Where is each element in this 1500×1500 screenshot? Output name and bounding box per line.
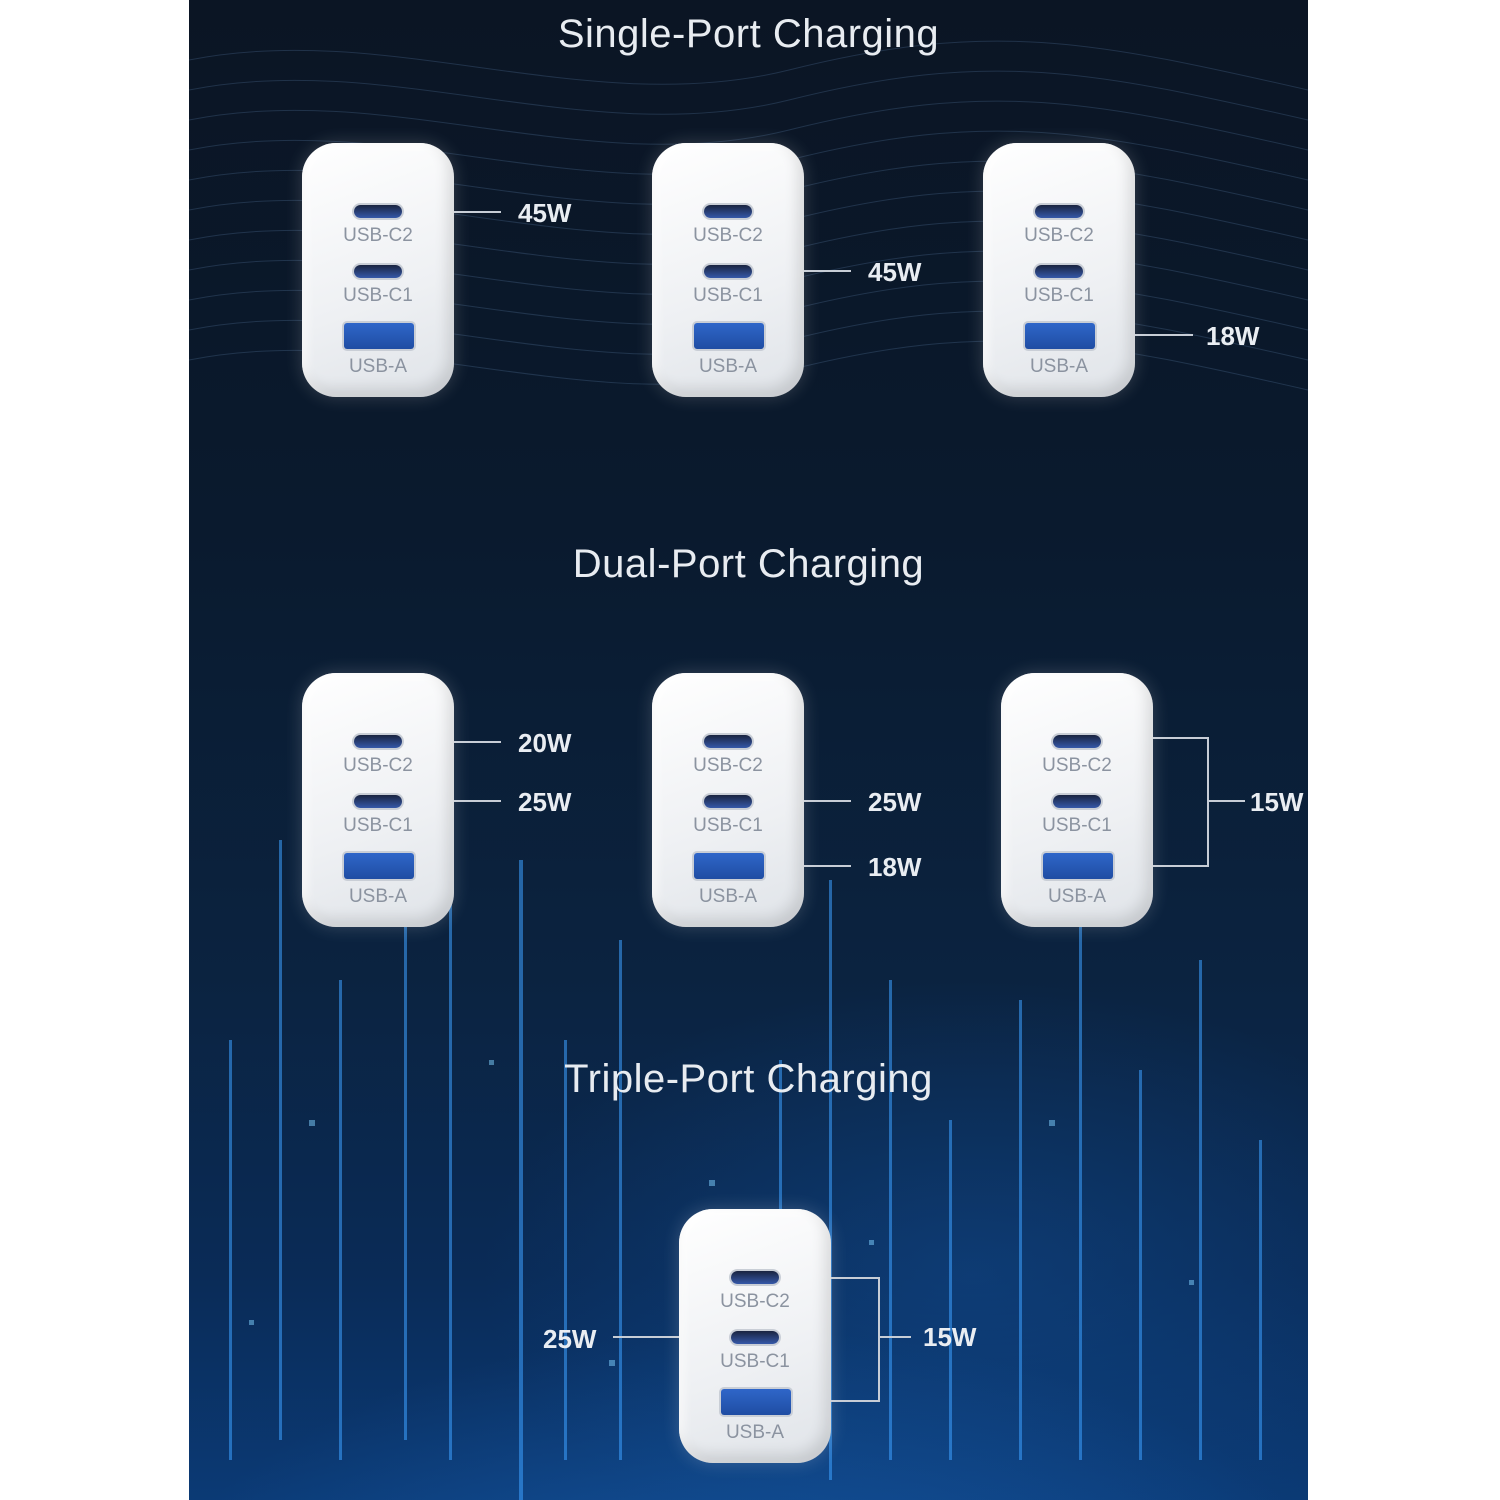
usb-a-label: USB-A [1029,356,1089,377]
usb-c2-label: USB-C2 [1024,225,1094,246]
usb-c2-port [1035,205,1083,218]
usb-c2-label: USB-C2 [693,225,763,246]
watt-label: 25W [868,787,922,817]
usb-c2-port [704,735,752,748]
usb-c1-port [704,795,752,808]
usb-c1-port [704,265,752,278]
usb-c2-label: USB-C2 [720,1291,790,1312]
watt-label-right: 15W [923,1322,977,1352]
watt-label: 45W [868,257,922,287]
usb-c2-label: USB-C2 [1042,755,1112,776]
usb-a-label: USB-A [348,886,408,907]
usb-a-port [694,323,764,349]
charger-single-c1: USB-C2 USB-C1 USB-A [652,143,804,397]
usb-c2-port [1053,735,1101,748]
usb-c2-port [354,735,402,748]
usb-a-port [694,853,764,879]
charger-dual-c2-c1: USB-C2 USB-C1 USB-A [302,673,454,927]
usb-c1-label: USB-C1 [343,285,413,306]
usb-c1-port [1053,795,1101,808]
usb-c1-port [354,795,402,808]
watt-label: 45W [518,198,572,228]
usb-c1-port [354,265,402,278]
usb-c2-label: USB-C2 [693,755,763,776]
watt-label: 15W [1250,787,1304,817]
charger-dual-c1-a: USB-C2 USB-C1 USB-A [652,673,804,927]
usb-c1-label: USB-C1 [693,285,763,306]
usb-c1-label: USB-C1 [1024,285,1094,306]
usb-c2-port [354,205,402,218]
usb-c1-label: USB-C1 [343,815,413,836]
usb-c2-label: USB-C2 [343,225,413,246]
watt-label: 18W [1206,321,1260,351]
watt-label: 25W [518,787,572,817]
usb-a-port [344,853,414,879]
usb-a-label: USB-A [348,356,408,377]
section-title-triple-port: Triple-Port Charging [564,1057,933,1101]
usb-c1-label: USB-C1 [1042,815,1112,836]
watt-label-left: 25W [543,1324,597,1354]
usb-a-label: USB-A [698,886,758,907]
charger-single-a: USB-C2 USB-C1 USB-A [983,143,1135,397]
section-title-single-port: Single-Port Charging [557,12,940,56]
usb-a-label: USB-A [698,356,758,377]
usb-a-port [1025,323,1095,349]
usb-c2-label: USB-C2 [343,755,413,776]
watt-label: 18W [868,852,922,882]
usb-c1-port [731,1331,779,1344]
charger-triple: USB-C2 USB-C1 USB-A [679,1209,831,1463]
charging-infographic: Single-Port Charging Dual-Port Charging … [189,0,1308,1500]
usb-a-port [1043,853,1113,879]
usb-c2-port [731,1271,779,1284]
usb-c1-label: USB-C1 [720,1351,790,1372]
usb-c2-port [704,205,752,218]
usb-a-label: USB-A [725,1422,785,1443]
usb-a-label: USB-A [1047,886,1107,907]
usb-c1-label: USB-C1 [693,815,763,836]
usb-c1-port [1035,265,1083,278]
charger-single-c2: USB-C2 USB-C1 USB-A [302,143,454,397]
section-title-dual-port: Dual-Port Charging [572,542,925,586]
watt-label: 20W [518,728,572,758]
charger-dual-c2-a: USB-C2 USB-C1 USB-A [1001,673,1153,927]
usb-a-port [344,323,414,349]
usb-a-port [721,1389,791,1415]
